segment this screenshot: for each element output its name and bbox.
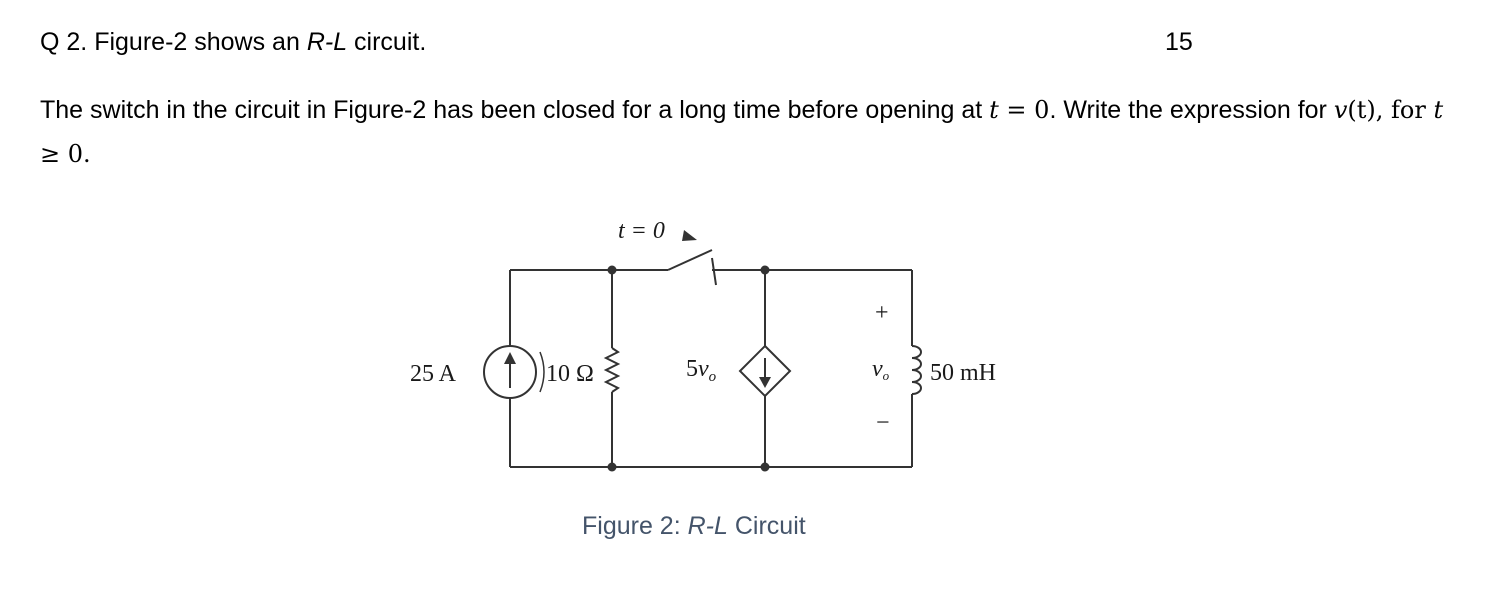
math-v: v <box>1333 96 1348 124</box>
switch-stub <box>711 257 717 286</box>
node-top-resistor <box>607 265 617 275</box>
figure-caption: Figure 2: R-L Circuit <box>582 508 806 544</box>
question-heading: Q 2. Figure-2 shows an R-L circuit. <box>40 24 426 60</box>
dependent-source-label: 5vo <box>686 356 717 385</box>
resistor-label-bracket <box>539 351 545 393</box>
caption-suffix: Circuit <box>727 512 806 540</box>
switch-arrow-head <box>682 230 697 241</box>
math-vt: (t) <box>1347 96 1376 124</box>
circuit-diagram: t = 0 25 A 10 Ω 5vo + − vo 50 mH <box>410 218 996 472</box>
source-label: 25 A <box>410 361 457 387</box>
question-title-italic: R-L <box>306 28 348 56</box>
resistor-label: 10 Ω <box>546 361 594 387</box>
math-cond: ≥ 0. <box>40 140 91 168</box>
body-text-1: The switch in the circuit in Figure-2 ha… <box>40 96 990 124</box>
question-title-prefix: Figure-2 shows an <box>94 28 307 56</box>
question-number: Q 2. <box>40 28 88 56</box>
node-bottom-dependent <box>760 462 770 472</box>
inductor-label: 50 mH <box>930 360 996 386</box>
voltage-minus-label: − <box>876 410 890 436</box>
node-top-dependent <box>760 265 770 275</box>
voltage-plus-label: + <box>875 300 889 326</box>
caption-italic: R-L <box>687 512 728 540</box>
inductor-coil <box>911 345 922 395</box>
math-t: t <box>989 96 999 124</box>
current-source-arrow-head <box>504 352 516 364</box>
voltage-label: vo <box>872 356 890 383</box>
body-text-2: . Write the expression for <box>1049 96 1334 124</box>
switch-blade <box>667 249 713 271</box>
switch-time-label: t = 0 <box>618 218 665 244</box>
resistor-zigzag <box>603 347 621 393</box>
dependent-source-arrow-head <box>759 377 771 388</box>
caption-prefix: Figure 2: <box>582 512 688 540</box>
node-bottom-resistor <box>607 462 617 472</box>
question-title-suffix: circuit. <box>347 28 427 56</box>
math-cond-t: t <box>1433 96 1444 124</box>
question-marks: 15 <box>1165 28 1193 56</box>
body-text-3: , for <box>1375 96 1434 124</box>
math-eq: = 0 <box>998 96 1050 124</box>
question-body: The switch in the circuit in Figure-2 ha… <box>40 88 1470 176</box>
